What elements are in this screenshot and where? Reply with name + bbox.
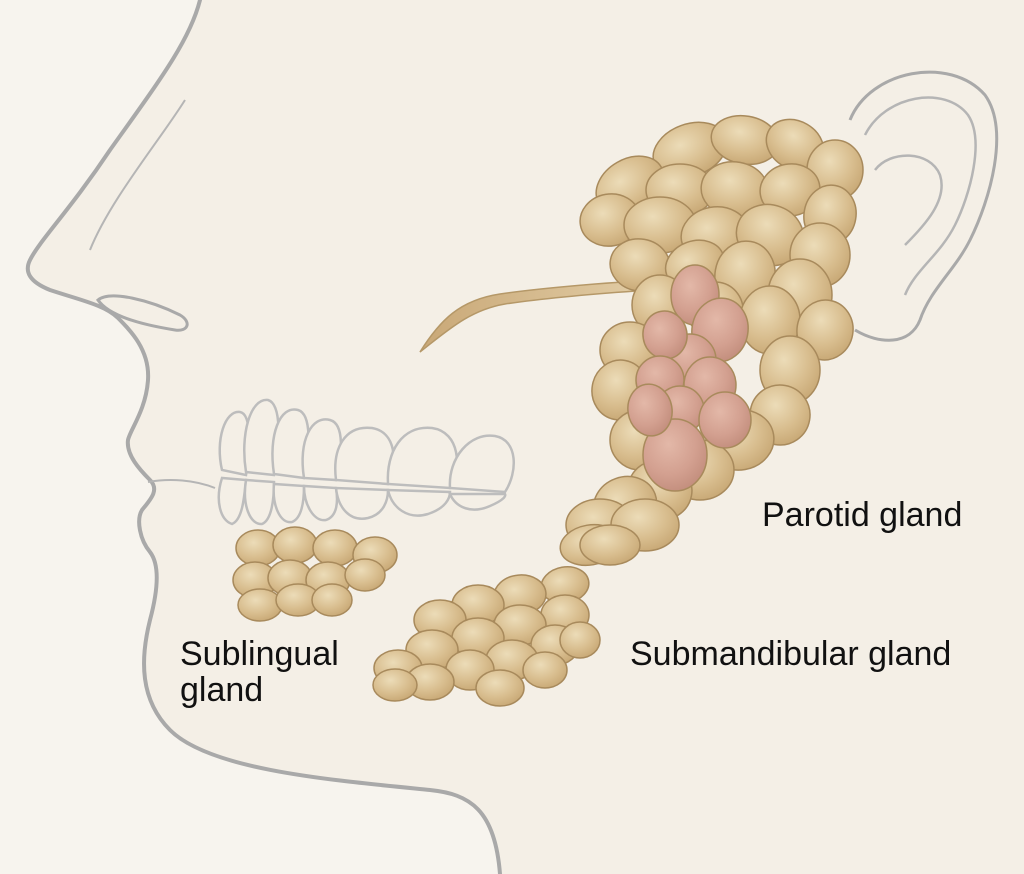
gland-lobule [522,651,568,689]
parotid-gland-label: Parotid gland [762,496,963,534]
gland-lobule [372,668,418,702]
gland-lobule [627,383,673,437]
ear-outline-icon [848,70,999,342]
gland-lobule [311,583,353,617]
sublingual-gland-label: Sublingual gland [180,636,339,708]
submandibular-gland-label: Submandibular gland [630,635,952,673]
gland-lobule [312,529,358,567]
submandibular-gland-icon [372,566,601,707]
parotid-gland-icon [559,114,864,567]
head-outline-icon [25,0,1024,874]
gland-lobule [272,526,318,564]
gland-lobule [579,524,641,566]
gland-lobule [344,558,386,592]
sublingual-gland-icon [232,526,398,622]
gland-lobule [559,621,601,659]
gland-lobule [237,588,283,622]
gland-lobule [642,418,708,492]
sublingual-label-line-1: Sublingual [180,635,339,673]
sublingual-label-line-2: gland [180,671,264,709]
gland-lobule [475,669,525,707]
teeth-outline-icon [217,398,515,526]
gland-lobule [698,391,752,449]
